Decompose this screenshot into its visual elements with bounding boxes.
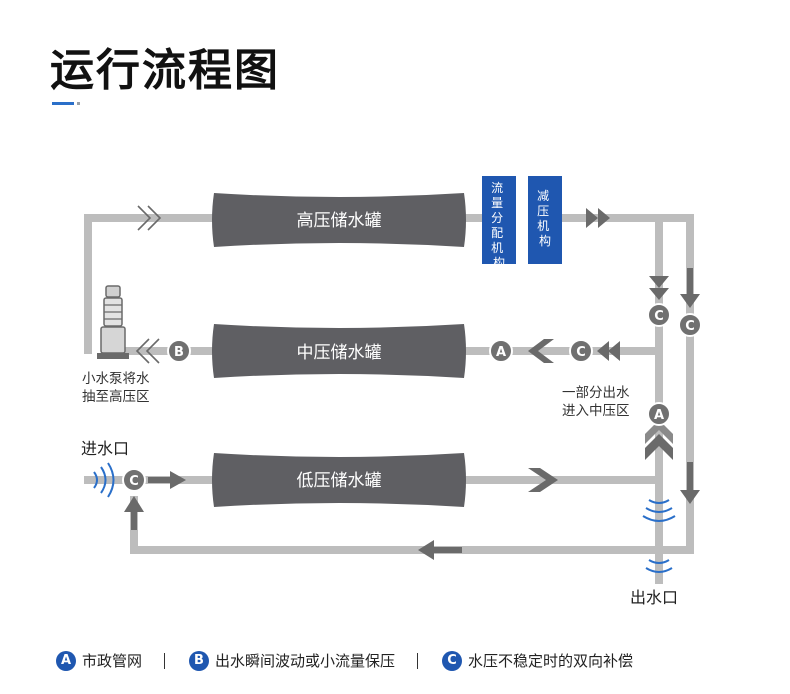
chevron-up-icon xyxy=(645,434,673,460)
pipe-mid-right xyxy=(464,347,663,355)
legend-text-c: 水压不稳定时的双向补偿 xyxy=(468,652,634,670)
flow-diagram: 高压储水罐 中压储水罐 低压储水罐 流 量 分 配 机 构 减 压 机 构 xyxy=(81,176,702,607)
page-title: 运行流程图 xyxy=(50,45,280,96)
pipe-high-mid xyxy=(464,214,482,222)
tank-mid-label: 中压储水罐 xyxy=(297,343,382,363)
flow-distribution-label: 流 量 分 配 机 构 xyxy=(491,181,507,270)
partial-flow-label-line1: 一部分出水 xyxy=(562,385,630,401)
pump-label-line1: 小水泵将水 xyxy=(82,371,150,387)
inlet-label: 进水口 xyxy=(81,439,129,458)
legend-item-b: B 出水瞬间波动或小流量保压 xyxy=(189,650,395,671)
svg-text:C: C xyxy=(654,309,664,324)
arrow-up-icon xyxy=(124,496,144,512)
waves xyxy=(93,462,676,573)
arrow-left-icon xyxy=(418,540,434,560)
legend-badge-b: B xyxy=(189,650,210,671)
svg-text:C: C xyxy=(576,345,586,360)
flow-distribution-mechanism: 流 量 分 配 机 构 xyxy=(482,176,516,270)
wave-outlet-icon xyxy=(645,559,673,573)
pipe-right-inner xyxy=(655,214,663,584)
pressure-reduction-label: 减 压 机 构 xyxy=(537,189,553,248)
pump-icon xyxy=(97,285,129,359)
node-a: A xyxy=(489,339,513,363)
pipe-low-right xyxy=(464,476,663,484)
pipe-bottom xyxy=(130,546,694,554)
svg-text:A: A xyxy=(496,345,506,360)
partial-flow-label-line2: 进入中压区 xyxy=(562,403,630,419)
legend-item-c: C 水压不稳定时的双向补偿 xyxy=(442,650,633,671)
legend-divider xyxy=(164,652,166,669)
arrow-down-icon xyxy=(680,294,700,308)
title-accent-dot xyxy=(77,102,80,105)
pipe-right-outer xyxy=(686,214,694,554)
legend: A 市政管网 B 出水瞬间波动或小流量保压 C 水压不稳定时的双向补偿 xyxy=(56,650,633,671)
double-arrow-right-icon xyxy=(586,208,610,228)
svg-text:A: A xyxy=(654,408,664,423)
tank-high: 高压储水罐 xyxy=(212,193,466,247)
chevron-left-icon xyxy=(528,339,554,363)
node-c: C xyxy=(122,468,146,492)
wave-outlet-icon xyxy=(642,499,676,522)
pipe-left-vertical xyxy=(84,214,92,354)
pressure-reduction-mechanism: 减 压 机 构 xyxy=(528,176,562,264)
node-b: B xyxy=(167,339,191,363)
nodes: B A C C C A C xyxy=(122,303,702,492)
chevron-right-icon xyxy=(528,468,558,492)
svg-text:C: C xyxy=(129,474,139,489)
svg-text:B: B xyxy=(174,345,184,360)
pump-label-line2: 抽至高压区 xyxy=(82,388,150,405)
legend-item-a: A 市政管网 xyxy=(56,650,142,671)
arrows xyxy=(124,205,700,560)
legend-badge-c: C xyxy=(442,650,463,671)
arrow-down-icon xyxy=(649,276,669,300)
double-arrow-left-icon xyxy=(597,341,620,361)
node-c: C xyxy=(678,313,702,337)
chevron-left-icon xyxy=(135,338,160,364)
node-a: A xyxy=(647,402,671,426)
tank-low-label: 低压储水罐 xyxy=(297,471,382,491)
arrow-right-icon xyxy=(170,471,186,489)
node-c: C xyxy=(569,339,593,363)
legend-text-a: 市政管网 xyxy=(82,652,143,670)
svg-text:C: C xyxy=(685,319,695,334)
wave-inlet-icon xyxy=(93,462,115,498)
chevron-right-icon xyxy=(137,205,162,231)
title-accent-bar xyxy=(52,102,74,105)
node-c: C xyxy=(647,303,671,327)
pipe-high-right xyxy=(560,214,694,222)
legend-text-b: 出水瞬间波动或小流量保压 xyxy=(215,652,396,670)
tank-low: 低压储水罐 xyxy=(212,453,466,507)
arrow-down-icon xyxy=(680,490,700,504)
tank-mid: 中压储水罐 xyxy=(212,324,466,378)
tank-high-label: 高压储水罐 xyxy=(297,211,382,231)
legend-badge-a: A xyxy=(56,650,76,671)
outlet-label: 出水口 xyxy=(630,588,678,607)
legend-divider xyxy=(417,652,419,669)
